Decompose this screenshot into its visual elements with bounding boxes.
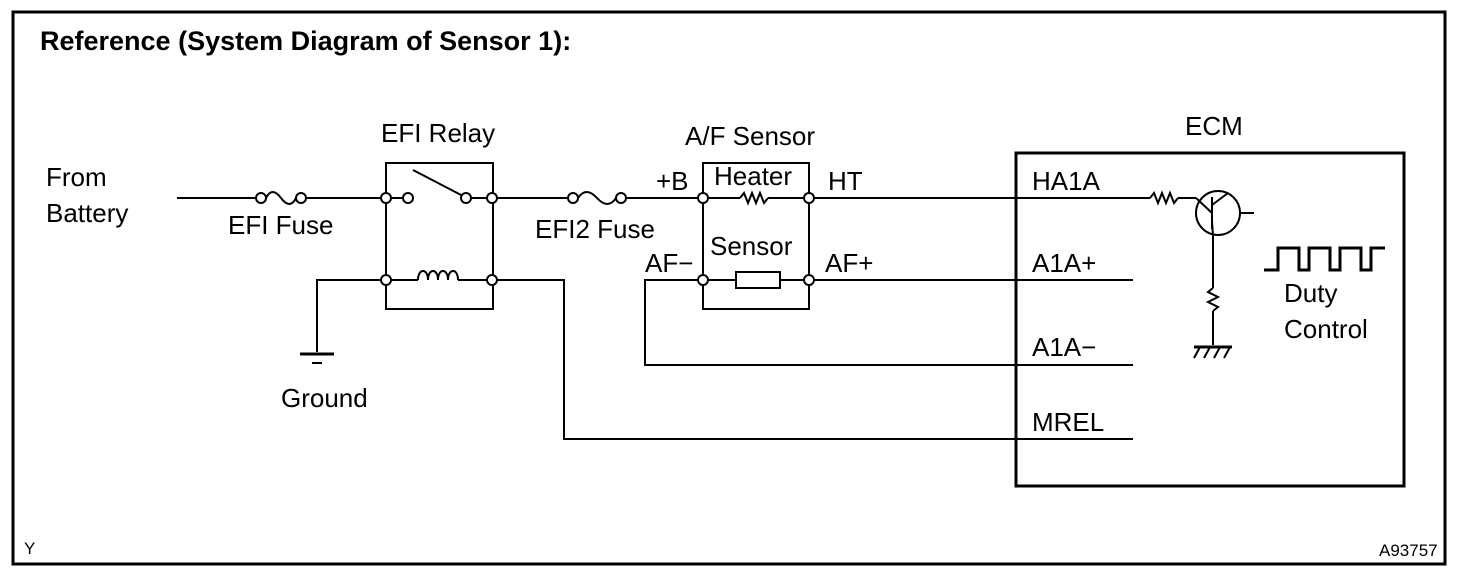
relay-terminal [486,192,498,204]
ecm-pin-a1a-minus: A1A− [1032,332,1096,362]
ecm-label: ECM [1185,111,1243,141]
sensor-terminal [697,274,709,286]
relay-coil-symbol [391,270,487,281]
af-sensor-label: A/F Sensor [685,121,815,151]
ecm-pulldown-resistor-icon [1205,287,1221,345]
pin-b-label: +B [656,166,689,196]
figure-id: A93757 [1379,541,1438,560]
ecm-pin-a1a-plus: A1A+ [1032,248,1096,278]
relay-terminal [380,274,392,286]
ground-icon [300,352,334,364]
diagram-title: Reference (System Diagram of Sensor 1): [40,26,571,56]
efi2-fuse-label: EFI2 Fuse [535,214,655,244]
efi-fuse-symbol [255,191,307,205]
ground-label: Ground [281,383,368,413]
efi2-fuse-symbol [567,191,627,205]
sensor-terminal [803,192,815,204]
ground-wire [316,279,381,352]
duty-label: Duty [1284,278,1337,308]
efi-fuse-label: EFI Fuse [228,210,333,240]
chassis-ground-icon [1193,345,1232,359]
efi-relay-box [385,162,494,310]
control-label: Control [1284,314,1368,344]
sensor-label: Sensor [710,231,793,261]
heater-resistor-icon [708,190,804,206]
relay-switch-contacts [392,169,487,204]
ecm-box [1014,151,1406,488]
from-label: From [46,162,107,192]
ecm-resistor-icon [1149,190,1196,206]
pulse-waveform-icon [1264,246,1385,272]
efi-relay-label: EFI Relay [381,118,495,148]
battery-label: Battery [46,198,128,228]
sensor-element-icon [708,271,804,289]
transistor-icon [1195,190,1254,237]
pin-af-plus-label: AF+ [825,248,873,278]
pin-af-minus-label: AF− [645,248,693,278]
relay-terminal [380,192,392,204]
relay-terminal [486,274,498,286]
outer-frame [11,10,1447,566]
mrel-wire [497,279,1133,440]
ecm-pin-ha1a: HA1A [1032,166,1101,196]
heater-label: Heater [714,161,792,191]
corner-code: Y [24,539,35,558]
pin-ht-label: HT [828,166,863,196]
ecm-pin-mrel: MREL [1032,407,1104,437]
af-minus-wire [644,279,1133,366]
af-sensor-box [702,162,810,310]
sensor-terminal [697,192,709,204]
sensor-terminal [803,274,815,286]
